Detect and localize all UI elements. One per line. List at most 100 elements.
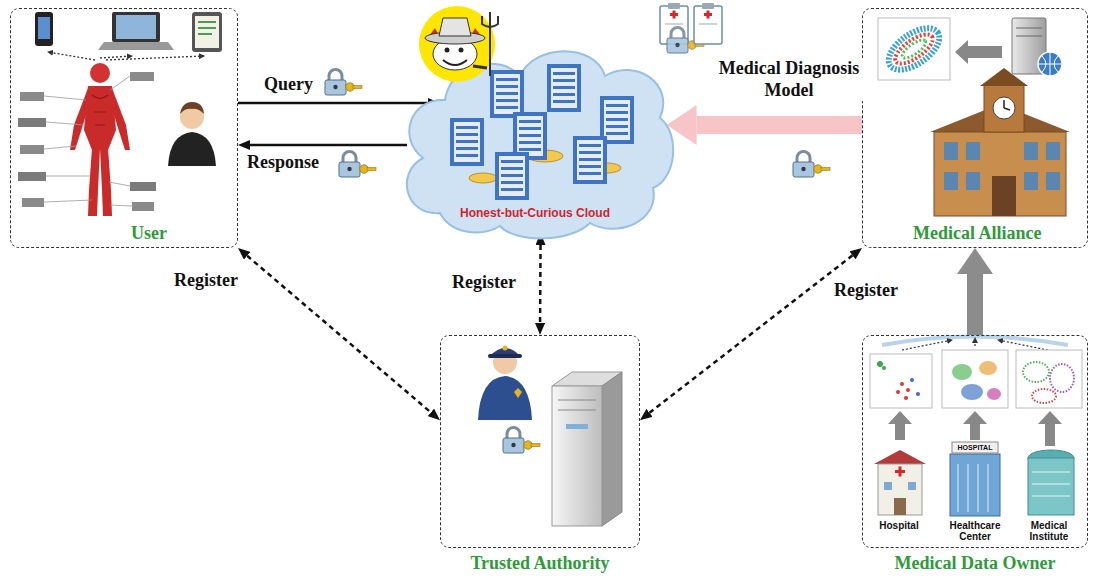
connector-arrow <box>649 255 852 412</box>
cloud-shape <box>547 64 581 112</box>
curious-cloud-character <box>443 60 467 65</box>
record-clipboard <box>660 3 722 53</box>
healthcare-building <box>958 464 959 512</box>
group-box: Trusted Authority <box>440 335 640 548</box>
healthcare-building <box>950 454 1000 516</box>
scatter-panel <box>870 354 932 408</box>
connector-arrow <box>250 144 407 147</box>
cloud-shape <box>450 118 484 166</box>
hospital-building <box>899 467 902 477</box>
edge-label: Register <box>832 280 900 302</box>
scatter-panel <box>900 382 904 386</box>
body-sensors <box>44 76 132 206</box>
curious-cloud-character <box>482 12 498 27</box>
authority-server <box>566 424 588 429</box>
connector-arrow <box>697 116 862 134</box>
body-sensors <box>18 72 156 211</box>
curious-cloud-character <box>473 66 487 68</box>
server-icon <box>1012 18 1062 76</box>
healthcare-building <box>978 464 979 512</box>
alliance-building <box>980 68 1028 86</box>
scatter-panel <box>987 388 1001 400</box>
body-sensors <box>18 172 46 181</box>
scatter-panel <box>916 392 920 396</box>
upload-arrow <box>888 411 1062 446</box>
alliance-building <box>992 176 1016 216</box>
record-clipboard <box>694 6 722 44</box>
cloud-node: Honest-but-Curious Cloud <box>395 38 675 240</box>
alliance-building <box>966 142 980 160</box>
user-devices <box>35 12 222 60</box>
user-devices <box>198 27 216 29</box>
connector-arrow <box>238 102 428 105</box>
scatter-panel <box>896 390 900 394</box>
user-devices <box>38 17 50 39</box>
human-body <box>90 63 110 83</box>
server-icon <box>1016 36 1042 37</box>
record-clipboard <box>702 3 714 9</box>
scatter-panel <box>942 350 1008 408</box>
data-cluster-panel <box>900 37 929 61</box>
curious-cloud-character <box>459 48 464 53</box>
user-devices <box>198 21 216 23</box>
person-icon <box>168 102 216 166</box>
human-body <box>70 88 90 150</box>
body-sensors <box>22 198 44 207</box>
record-clipboard <box>668 3 680 9</box>
officer-icon <box>478 346 532 421</box>
curious-cloud-character <box>445 48 450 53</box>
node-title: Honest-but-Curious Cloud <box>395 206 675 220</box>
data-cluster-panel <box>878 18 950 80</box>
alliance-building <box>1024 142 1038 160</box>
alliance-building <box>993 97 1015 119</box>
alliance-building <box>930 68 1070 216</box>
scatter-panel <box>979 361 997 375</box>
cloud-shape <box>490 70 524 118</box>
human-body <box>92 95 108 125</box>
body-sensors <box>130 72 154 81</box>
scatter-panel <box>906 388 910 392</box>
edge-label: Response <box>245 152 321 174</box>
connector-arrow <box>247 256 431 413</box>
authority-server <box>552 372 622 526</box>
officer-icon <box>514 388 522 398</box>
data-cluster-panel <box>878 18 950 80</box>
node-title: Trusted Authority <box>441 553 639 574</box>
user-devices <box>48 52 95 60</box>
scatter-panel <box>882 366 886 370</box>
authority-server <box>558 410 596 411</box>
lock-icon <box>503 428 540 454</box>
healthcare-building <box>968 464 969 512</box>
scatter-panel <box>877 361 883 367</box>
group-box: Medical Alliance <box>862 8 1088 248</box>
body-sensors <box>130 182 156 191</box>
connector-arrow <box>539 245 542 323</box>
upload-arrow <box>888 411 912 440</box>
hospital-building <box>884 482 892 490</box>
cloud-shape <box>495 152 529 200</box>
data-merge <box>974 338 975 346</box>
human-body <box>70 63 130 216</box>
hospital-building <box>908 482 916 490</box>
building-caption: Medical Institute <box>1014 520 1084 542</box>
person-icon <box>180 102 204 114</box>
data-merge <box>882 337 1068 346</box>
alliance-building <box>984 84 1024 132</box>
body-sensors <box>20 145 44 154</box>
lock-icon <box>793 152 830 178</box>
data-merge <box>882 337 1068 351</box>
lock-icon <box>325 70 362 96</box>
scatter-panel <box>904 396 908 400</box>
upload-arrow <box>1038 411 1062 446</box>
record-clipboard <box>665 24 683 25</box>
scatter-panel <box>1032 389 1056 403</box>
user-devices <box>192 12 222 52</box>
cloud-shape <box>469 173 497 183</box>
lock-icon <box>339 152 376 178</box>
scatter-panel <box>870 354 932 408</box>
scatter-panel <box>952 364 972 380</box>
authority-server <box>602 372 622 526</box>
healthcare-building <box>950 442 1000 516</box>
alliance-building <box>934 132 1066 216</box>
hospital-building <box>874 450 926 515</box>
